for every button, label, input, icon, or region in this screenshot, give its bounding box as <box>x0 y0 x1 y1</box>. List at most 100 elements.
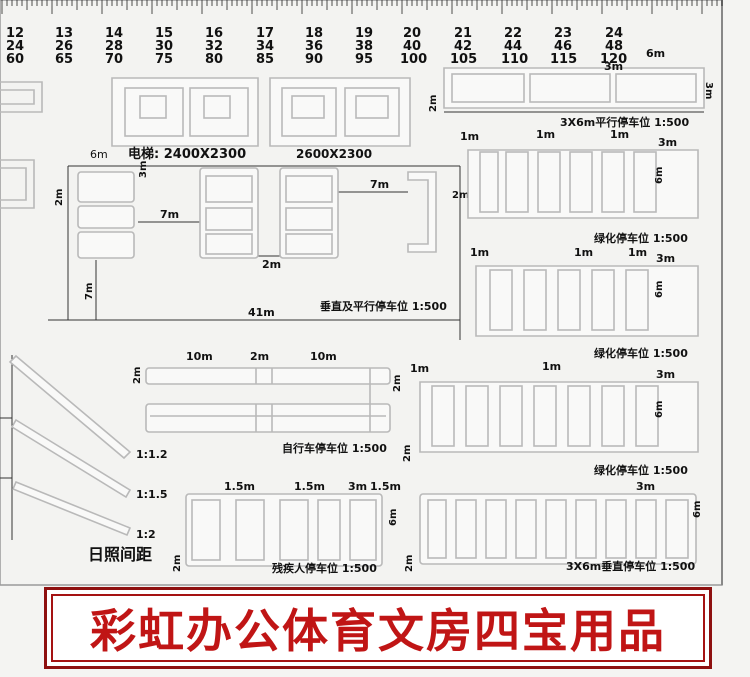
scale-col-3-b: 28 <box>105 39 123 54</box>
gp1-caption: 绿化停车位 1:500 <box>594 231 688 245</box>
vp-dim-7m-b: 7m <box>370 178 389 191</box>
vp-dim-2m-c: 2m <box>452 190 469 201</box>
scale-col-8-a: 19 <box>355 26 373 41</box>
scale-col-13-b: 48 <box>605 39 623 54</box>
gp3-d1: 1m <box>410 362 429 375</box>
scale-col-10-a: 21 <box>454 26 472 41</box>
gp3-d2: 1m <box>542 360 561 373</box>
gp3-d4: 6m <box>654 401 665 418</box>
scale-col-13-a: 24 <box>605 26 623 41</box>
perp-parking-cutouts <box>419 493 697 565</box>
bike-d-2m-c: 2m <box>392 375 403 392</box>
bicycle-parking-cutouts <box>145 367 391 433</box>
parallel-parking-cutout <box>443 67 705 109</box>
scale-ticks <box>1 0 723 14</box>
elevator-cutouts <box>111 77 411 147</box>
scale-col-5-c: 80 <box>205 52 223 67</box>
scale-col-1-a: 12 <box>6 26 24 41</box>
elevator-label-2: 2600X2300 <box>296 147 372 161</box>
scale-col-1-b: 24 <box>6 39 24 54</box>
scale-col-7-b: 36 <box>305 39 323 54</box>
scale-col-7-c: 90 <box>305 52 323 67</box>
dp-caption: 残疾人停车位 1:500 <box>272 561 377 575</box>
scale-col-3-a: 14 <box>105 26 123 41</box>
scale-col-9-b: 40 <box>403 39 421 54</box>
gp3-d5: 2m <box>402 445 413 462</box>
scale-col-6-b: 34 <box>256 39 274 54</box>
sun-ratio-3: 1:2 <box>136 528 156 541</box>
scale-col-3-c: 70 <box>105 52 123 67</box>
gp3-d3: 3m <box>656 368 675 381</box>
pp-caption: 3X6m垂直停车位 1:500 <box>566 559 695 573</box>
scale-col-12-b: 46 <box>554 39 572 54</box>
scale-col-8-b: 38 <box>355 39 373 54</box>
scale-col-4-c: 75 <box>155 52 173 67</box>
vp-dim-2m-b: 2m <box>262 258 281 271</box>
bike-d-2m-a: 2m <box>250 350 269 363</box>
parallel-caption: 3X6m平行停车位 1:500 <box>560 115 689 129</box>
scale-col-2-b: 26 <box>55 39 73 54</box>
scale-col-12-a: 23 <box>554 26 572 41</box>
banner-inner-border <box>51 594 705 662</box>
parallel-dim-6m: 6m <box>646 47 665 60</box>
left-partial-cutouts <box>0 81 43 209</box>
parallel-dim-3m-b: 3m <box>703 82 714 99</box>
scale-col-5-b: 32 <box>205 39 223 54</box>
scale-col-2-a: 13 <box>55 26 73 41</box>
green-parking-2-cutouts <box>475 265 699 337</box>
scale-col-2-c: 65 <box>55 52 73 67</box>
dp-d1: 1.5m <box>224 480 255 493</box>
dp-d6: 2m <box>172 555 183 572</box>
scale-col-5-a: 16 <box>205 26 223 41</box>
vp-dim-3m: 3m <box>138 161 149 178</box>
bike-d-10m-a: 10m <box>186 350 213 363</box>
gp2-d2: 1m <box>574 246 593 259</box>
elevator-label: 电梯: 2400X2300 <box>128 146 246 162</box>
dp-d5: 6m <box>388 509 399 526</box>
vp-dim-41m: 41m <box>248 306 275 319</box>
scale-col-10-b: 42 <box>454 39 472 54</box>
vp-dim-7m-a: 7m <box>160 208 179 221</box>
bike-d-10m-b: 10m <box>310 350 337 363</box>
scale-col-7-a: 18 <box>305 26 323 41</box>
gp1-d3: 1m <box>610 128 629 141</box>
green-parking-1-cutouts <box>467 149 699 219</box>
sun-ratio-2: 1:1.5 <box>136 488 168 501</box>
scale-col-11-c: 110 <box>501 52 528 67</box>
parallel-dim-3m-a: 3m <box>604 60 623 73</box>
scale-col-10-c: 105 <box>450 52 477 67</box>
banner-text: 彩虹办公体育文房四宝用品 <box>90 604 666 658</box>
dp-d2: 1.5m <box>294 480 325 493</box>
scale-col-9-c: 100 <box>400 52 427 67</box>
gp1-d2: 1m <box>536 128 555 141</box>
gp1-d5: 6m <box>654 167 665 184</box>
brand-banner: 彩虹办公体育文房四宝用品 <box>44 587 712 669</box>
scale-col-9-a: 20 <box>403 26 421 41</box>
parallel-dim-2m: 2m <box>428 95 439 112</box>
pp-d-2m: 2m <box>404 555 415 572</box>
scale-col-11-b: 44 <box>504 39 522 54</box>
sunlight-diagram <box>0 354 132 540</box>
bike-caption: 自行车停车位 1:500 <box>282 441 387 455</box>
vp-dim-2m-a: 2m <box>54 189 65 206</box>
disabled-parking-cutouts <box>185 493 383 567</box>
gp2-d3: 1m <box>628 246 647 259</box>
sun-caption: 日照间距 <box>88 545 152 564</box>
scale-col-12-c: 115 <box>550 52 577 67</box>
elevator-dim-6m: 6m <box>90 148 108 161</box>
gp1-d4: 3m <box>658 136 677 149</box>
sun-ratio-1: 1:1.2 <box>136 448 168 461</box>
gp2-d1: 1m <box>470 246 489 259</box>
scale-col-13-c: 120 <box>600 52 627 67</box>
dp-d3: 3m <box>348 480 367 493</box>
vp-dim-7m-c: 7m <box>84 283 95 300</box>
gp1-d1: 1m <box>460 130 479 143</box>
bike-d-2m-b: 2m <box>132 367 143 384</box>
scale-numbers: 12 24 60 13 26 65 14 28 70 15 30 75 16 3… <box>6 26 627 67</box>
gp2-d4: 3m <box>656 252 675 265</box>
scale-col-8-c: 95 <box>355 52 373 67</box>
gp3-caption: 绿化停车位 1:500 <box>594 463 688 477</box>
dp-d4: 1.5m <box>370 480 401 493</box>
